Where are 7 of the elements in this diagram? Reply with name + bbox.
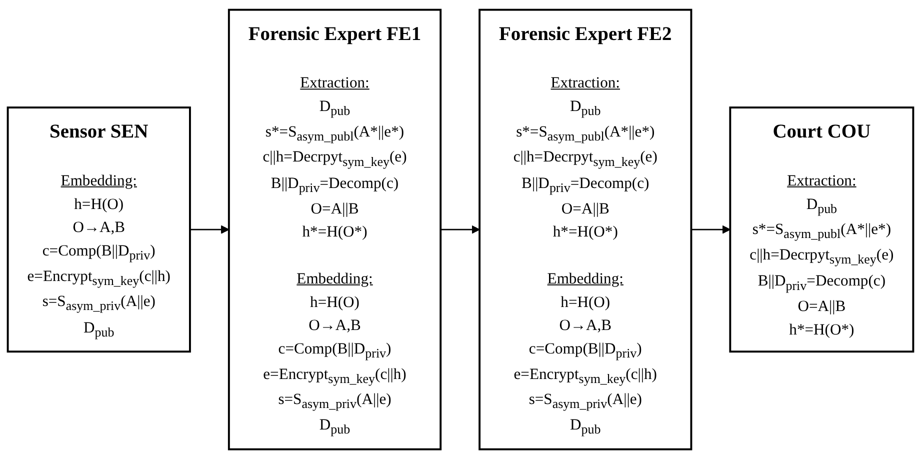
node-box: Sensor SEN Embedding: h=H(O) O→A,B c=Comp(B||D$_{priv}$) e=Encrypt$_{sym_key}$(c||h) s=S$_{asym_priv}$(A||e) D$_{pub}$ (6, 106, 191, 354)
node-box: Forensic Expert FE1 Extraction: D$_{pub}$ s*=S$_{asym_publ}$(A*||e*) c||h=Decrpyt$_{sym_key}$(e) B||D$_{priv}$=Decomp(c) O=A||B h*=H(O*) Embedding: h=H(O) O→A,B c=Comp(B||D$_{priv}$) e=Encrypt$_{sym_key}$(c||h) s=S$_{asym_priv}$(A||e) D$_{pub}$ (228, 9, 442, 451)
node-box: Forensic Expert FE2 Extraction: D$_{pub}$ s*=S$_{asym_publ}$(A*||e*) c||h=Decrpyt$_{sym_key}$(e) B||D$_{priv}$=Decomp(c) O=A||B h*=H(O*) Embedding: h=H(O) O→A,B c=Comp(B||D$_{priv}$) e=Encrypt$_{sym_key}$(c||h) s=S$_{asym_priv}$(A||e) D$_{pub}$ (478, 9, 692, 451)
node-box: Court COU Extraction: D$_{pub}$ s*=S$_{asym_publ}$(A*||e*) c||h=Decrpyt$_{sym_key}$(e) B||D$_{priv}$=Decomp(c) O=A||B h*=H(O*) (729, 106, 914, 354)
arrow (691, 226, 731, 234)
arrow (440, 226, 480, 234)
arrow (190, 226, 230, 234)
